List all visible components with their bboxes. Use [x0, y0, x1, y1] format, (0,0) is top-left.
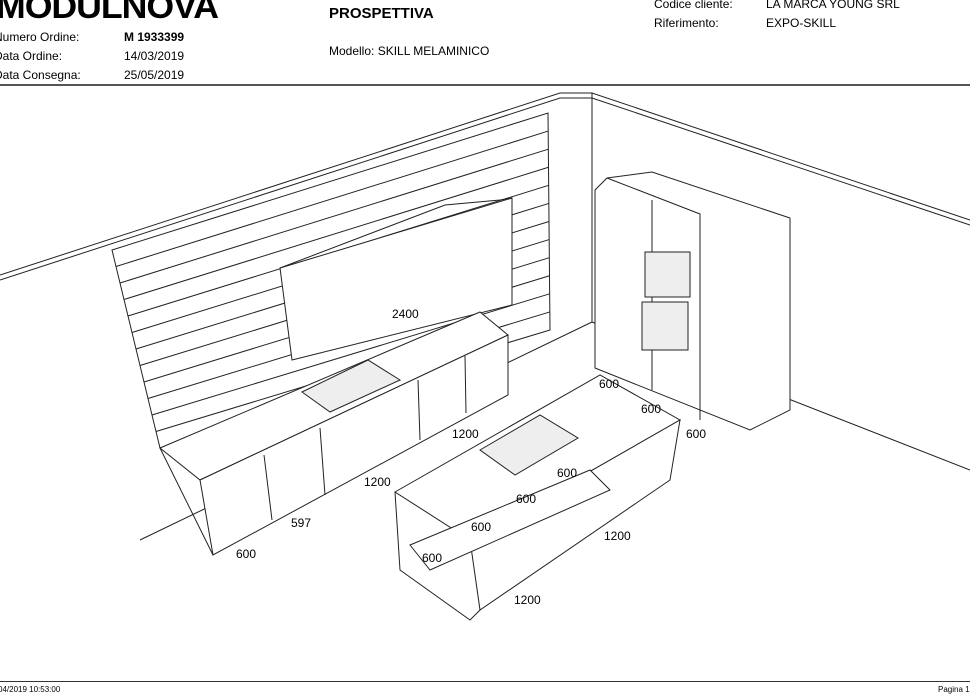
dimension-label: 600	[236, 547, 256, 561]
dimension-label: 2400	[392, 307, 419, 321]
panel-slat	[151, 293, 550, 416]
footer-timestamp: 04/2019 10:53:00	[0, 685, 61, 694]
dimension-label: 600	[641, 402, 661, 416]
dimension-label: 1200	[364, 475, 391, 489]
tall-units	[594, 171, 791, 431]
logo: MODULNOVA	[0, 0, 219, 26]
dimension-label: 600	[557, 466, 577, 480]
dimension-label: 600	[516, 492, 536, 506]
client-code-label: Codice cliente:	[654, 0, 733, 11]
page-title: PROSPETTIVA	[329, 5, 434, 22]
dimension-label: 1200	[514, 593, 541, 607]
panel-slat	[119, 148, 549, 284]
reference-label: Riferimento:	[654, 16, 719, 30]
delivery-date-label: Data Consegna:	[0, 68, 81, 82]
header-divider	[0, 84, 970, 86]
dimension-label: 597	[291, 516, 311, 530]
client-code: LA MARCA YOUNG SRL	[766, 0, 900, 11]
base-cabinets	[159, 311, 509, 556]
dimension-label: 600	[422, 551, 442, 565]
panel-slat	[115, 130, 549, 267]
order-date-label: Data Ordine:	[0, 49, 63, 63]
dimension-label: 1200	[604, 529, 631, 543]
wall-cabinet	[279, 197, 513, 361]
dimension-label: 600	[686, 427, 706, 441]
order-number-label: Numero Ordine:	[0, 30, 80, 44]
dimension-label: 1200	[452, 427, 479, 441]
island	[394, 374, 682, 621]
order-number: M 1933399	[124, 30, 185, 44]
reference: EXPO-SKILL	[766, 16, 837, 30]
footer-divider	[0, 681, 970, 682]
delivery-date: 25/05/2019	[124, 68, 185, 82]
model: Modello: SKILL MELAMINICO	[329, 44, 490, 58]
order-date: 14/03/2019	[124, 49, 185, 63]
dimension-label: 600	[471, 520, 491, 534]
dimension-label: 600	[599, 377, 619, 391]
footer-page: Pagina 1	[938, 685, 970, 694]
panel-slat	[123, 166, 549, 300]
